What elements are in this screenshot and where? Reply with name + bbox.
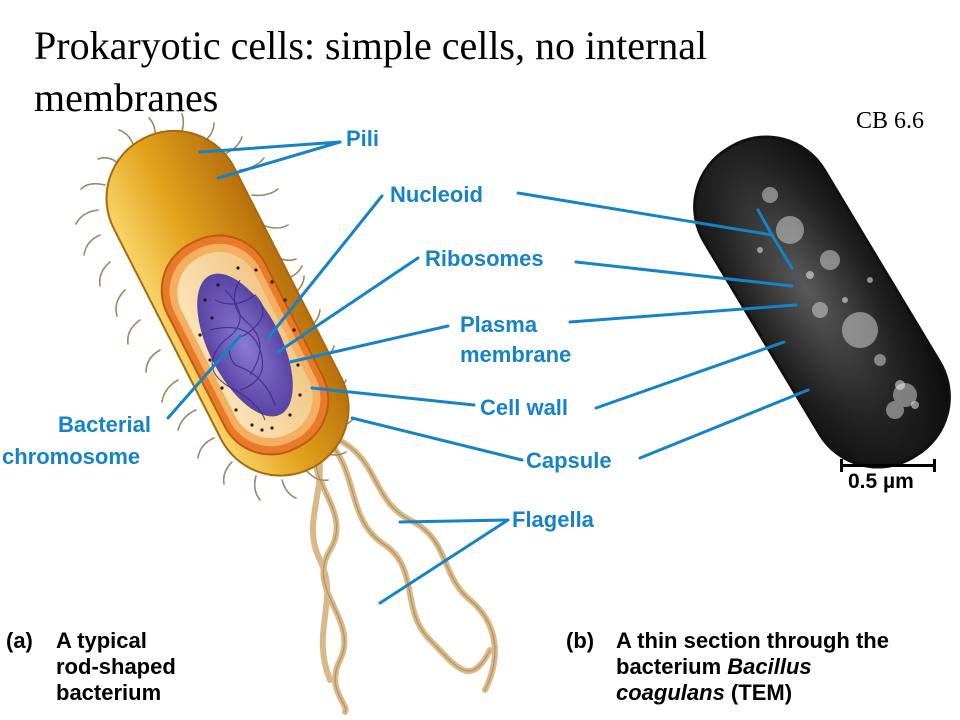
- label-cell-wall: Cell wall: [480, 395, 569, 420]
- bacterium-cell: [105, 129, 350, 477]
- label-ribosomes: Ribosomes: [425, 246, 544, 271]
- caption-b-line2-prefix: bacterium: [616, 654, 728, 679]
- tem-bacterium-image: [693, 135, 951, 469]
- slide-title: Prokaryotic cells: simple cells, no inte…: [34, 23, 708, 120]
- figure-reference: CB 6.6: [856, 108, 925, 134]
- caption-a: (a) A typical rod-shaped bacterium: [6, 628, 336, 718]
- caption-a-line2: rod-shaped: [56, 654, 176, 679]
- caption-b: (b) A thin section through the bacterium…: [566, 628, 956, 718]
- caption-a-line3: bacterium: [56, 680, 162, 705]
- label-plasma-membrane-2: membrane: [460, 342, 572, 367]
- label-flagella: Flagella: [512, 507, 594, 532]
- label-bacterial-chromosome-1: Bacterial: [58, 412, 151, 437]
- label-plasma-membrane-1: Plasma: [460, 312, 538, 337]
- ribosome-dots: [198, 266, 302, 432]
- label-bacterial-chromosome-2: chromosome: [2, 444, 141, 469]
- caption-b-line3-italic: coagulans: [616, 680, 725, 705]
- label-nucleoid: Nucleoid: [390, 182, 483, 207]
- caption-b-tag: (b): [566, 628, 595, 653]
- label-capsule: Capsule: [526, 448, 612, 473]
- caption-a-tag: (a): [6, 628, 33, 653]
- chromosome-mass: [197, 273, 293, 421]
- caption-b-line1: A thin section through the: [616, 628, 889, 653]
- scale-bar: 0.5 µm: [838, 456, 938, 496]
- caption-b-line2-italic: Bacillus: [727, 654, 812, 679]
- caption-a-line1: A typical: [56, 628, 147, 653]
- label-pili: Pili: [346, 126, 380, 151]
- caption-b-line3-suffix: (TEM): [724, 680, 793, 705]
- scale-bar-value: 0.5 µm: [848, 470, 914, 493]
- leader-lines: [166, 140, 810, 605]
